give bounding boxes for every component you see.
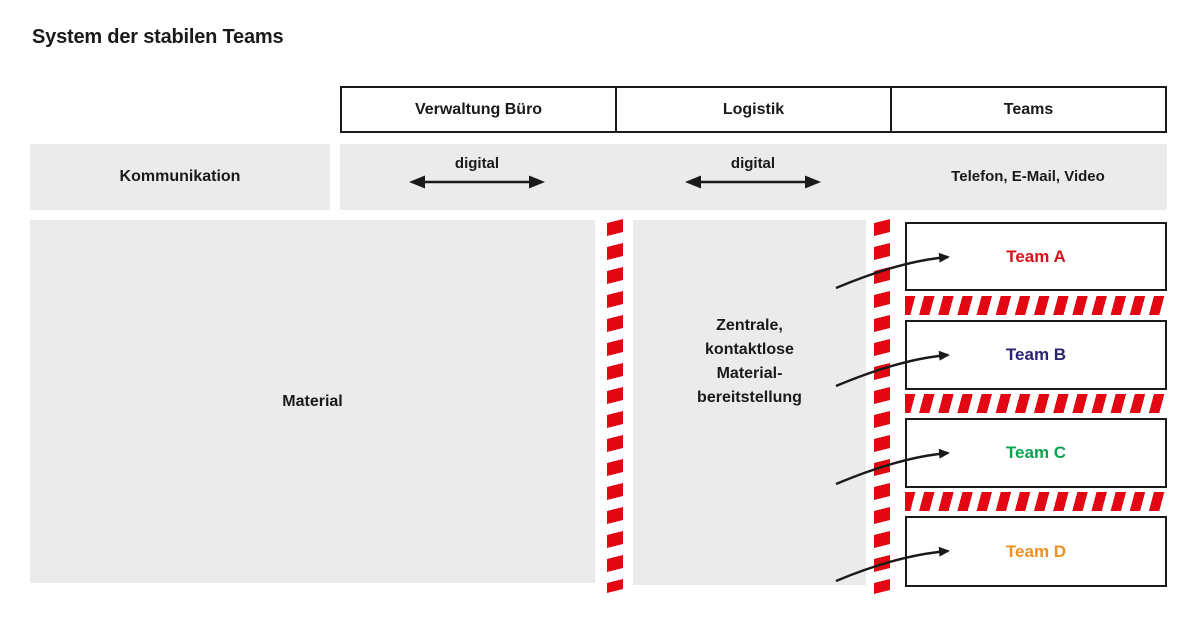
double-arrow-icon [409,175,545,189]
communication-band: digital digital Telefon, E-Mail, Video [340,144,1167,210]
header-row: Verwaltung Büro Logistik Teams [340,86,1167,133]
team-c-box: Team C [905,418,1167,488]
material-label: Material [282,392,343,410]
team-a-box: Team A [905,222,1167,291]
digital-label-verwaltung: digital [454,155,500,172]
digital-label-logistik: digital [730,155,776,172]
team-d-label: Team D [1005,541,1067,561]
zentrale-label: Zentrale, kontaktlose Material- bereitst… [697,317,802,406]
barrier-tape-vertical-left [607,219,623,593]
barrier-tape-horizontal-2 [905,394,1167,413]
teams-channel-label: Telefon, E-Mail, Video [951,168,1105,185]
header-cell-verwaltung-buero: Verwaltung Büro [340,86,617,133]
barrier-tape-horizontal-1 [905,296,1167,315]
team-a-label: Team A [1006,246,1066,266]
team-b-box: Team B [905,320,1167,390]
kommunikation-label-text: Kommunikation [119,168,241,185]
digital-channel-logistik: digital [683,155,823,190]
digital-channel-verwaltung: digital [407,155,547,190]
team-c-label: Team C [1005,443,1067,462]
zentrale-panel: Zentrale, kontaktlose Material- bereitst… [633,220,866,585]
header-cell-teams: Teams [890,86,1167,133]
team-d-box: Team D [905,516,1167,587]
kommunikation-row-label: Kommunikation [30,144,330,210]
barrier-tape-vertical-right [874,219,890,594]
header-cell-logistik: Logistik [615,86,892,133]
diagram-title: System der stabilen Teams [32,26,284,48]
material-panel: Material [30,220,595,583]
barrier-tape-horizontal-3 [905,492,1167,511]
double-arrow-icon [685,175,821,189]
team-b-label: Team B [1005,345,1067,364]
